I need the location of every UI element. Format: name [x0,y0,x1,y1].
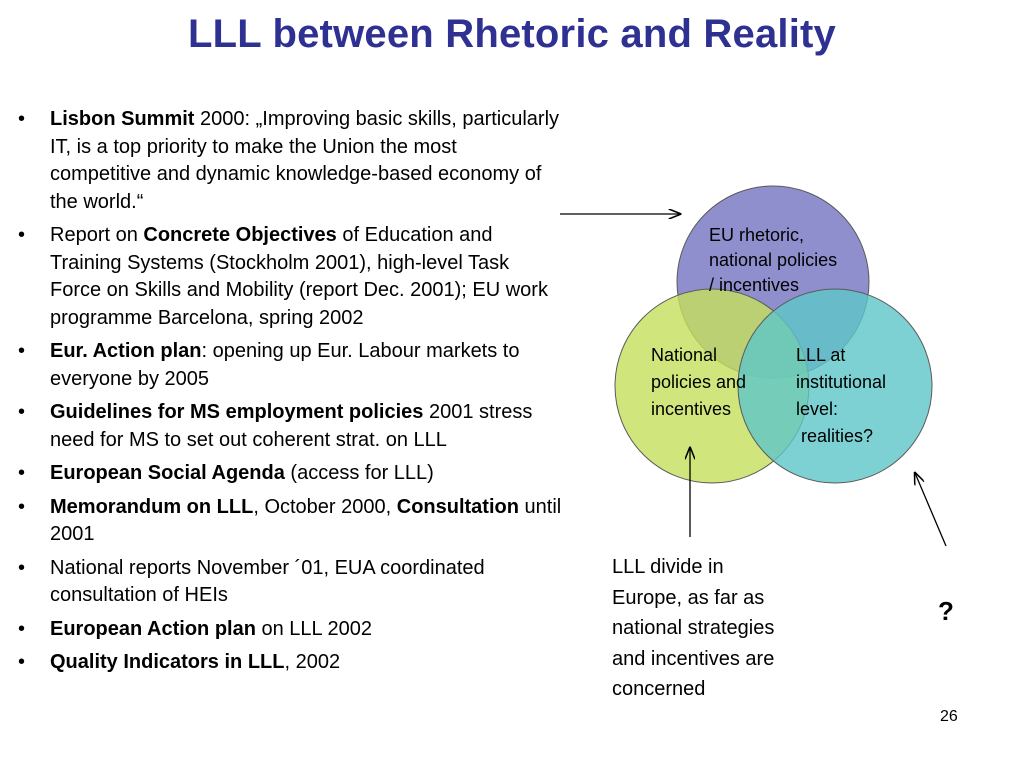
bullet-item: •National reports November ´01, EUA coor… [18,556,485,607]
bullet-item: •European Social Agenda (access for LLL) [18,462,434,484]
institutional-level-circle [737,288,933,484]
bullet-item: •Eur. Action plan: opening up Eur. Labou… [18,340,520,390]
bullet-item: •European Action plan on LLL 2002 [18,617,372,640]
institutional-level-label: LLL at institutional level: realities? [796,345,891,446]
bullet-item: •Guidelines for MS employment policies 2… [18,401,533,451]
bullet-item: •Quality Indicators in LLL, 2002 [18,651,341,673]
slide-title: LLL between Rhetoric and Reality [187,12,836,56]
bullet-item: •Report on Concrete Objectives of Educat… [18,224,548,329]
caption-text: LLL divide in Europe, as far as national… [612,556,775,700]
bullet-item: •Lisbon Summit 2000: „Improving basic sk… [18,108,560,213]
eu-rhetoric-label: EU rhetoric, national policies / incenti… [709,225,842,295]
bullet-item: •Memorandum on LLL, October 2000, Consul… [18,495,562,546]
eu-rhetoric-circle [676,185,870,379]
question-mark: ? [938,596,954,626]
national-policies-circle [614,288,810,484]
national-policies-label: National policies and incentives [651,345,751,419]
arrow-to-institutional-circle [915,473,947,547]
page-number: 26 [940,708,958,725]
bullet-list: •Lisbon Summit 2000: „Improving basic sk… [18,106,563,683]
